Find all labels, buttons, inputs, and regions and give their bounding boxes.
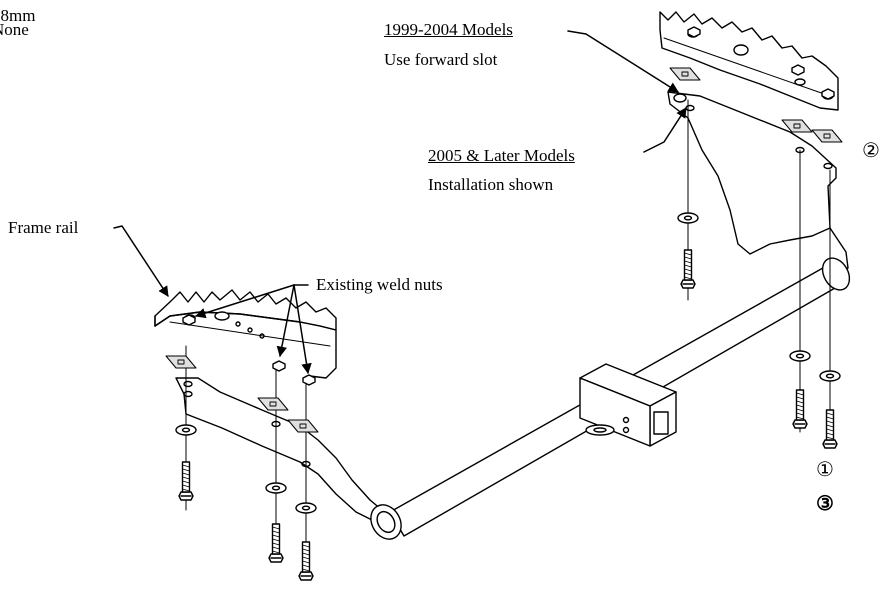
- receiver-tube: [579, 363, 677, 447]
- right-bracket: [667, 91, 849, 283]
- step-number-2: ②: [862, 140, 880, 162]
- left-frame-rail: [154, 289, 337, 379]
- spec-line-2: None: [0, 20, 29, 39]
- callout-frame-rail: Frame rail: [8, 218, 79, 237]
- step-number-3: ③: [816, 493, 834, 515]
- callout-existing-weld-nuts: Existing weld nuts: [316, 275, 443, 294]
- leader-lines: [113, 30, 687, 375]
- bolts: [178, 249, 838, 581]
- callout-installation-shown: Installation shown: [428, 175, 554, 194]
- weld-nuts: [182, 26, 835, 386]
- step-number-1: ①: [816, 459, 834, 481]
- spec-line-1: 18mm: [0, 6, 36, 25]
- callout-1999-2004-models: 1999-2004 Models: [384, 20, 513, 39]
- callout-2005-later-models: 2005 & Later Models: [428, 146, 575, 165]
- callout-forward-slot: Use forward slot: [384, 50, 498, 69]
